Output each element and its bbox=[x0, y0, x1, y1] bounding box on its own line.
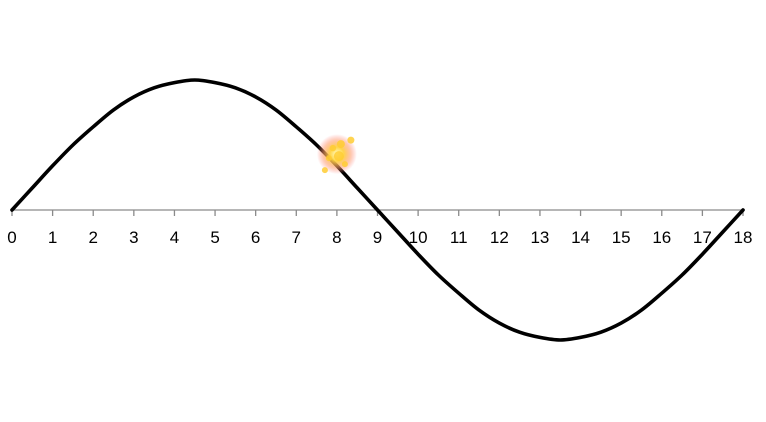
highlight-spark bbox=[329, 144, 337, 152]
x-tick-label: 6 bbox=[251, 228, 260, 247]
x-tick-label: 3 bbox=[129, 228, 138, 247]
sine-series-line bbox=[10, 78, 745, 342]
x-tick-label: 9 bbox=[373, 228, 382, 247]
x-tick-label: 16 bbox=[652, 228, 671, 247]
highlight-spark bbox=[336, 140, 345, 149]
x-tick-label: 13 bbox=[530, 228, 549, 247]
highlight-group bbox=[316, 134, 357, 175]
x-tick-label: 0 bbox=[7, 228, 16, 247]
x-tick-label: 10 bbox=[409, 228, 428, 247]
highlight-spark bbox=[321, 167, 328, 174]
x-tick-label: 4 bbox=[170, 228, 179, 247]
highlight-spark bbox=[341, 161, 348, 168]
x-tick-label: 11 bbox=[450, 228, 468, 247]
x-tick-label: 2 bbox=[88, 228, 97, 247]
x-tick-label: 14 bbox=[571, 228, 590, 247]
x-tick-label: 1 bbox=[48, 228, 57, 247]
x-tick-label: 12 bbox=[490, 228, 509, 247]
x-tick-label: 15 bbox=[612, 228, 631, 247]
highlight-spark bbox=[333, 151, 344, 162]
x-tick-label: 8 bbox=[332, 228, 341, 247]
series-group bbox=[10, 78, 745, 342]
x-tick-label: 18 bbox=[734, 228, 753, 247]
x-tick-label: 5 bbox=[210, 228, 219, 247]
x-tick-label: 7 bbox=[292, 228, 301, 247]
x-tick-label: 17 bbox=[693, 228, 712, 247]
highlight-spark bbox=[325, 155, 332, 162]
highlight-spark bbox=[347, 136, 355, 144]
